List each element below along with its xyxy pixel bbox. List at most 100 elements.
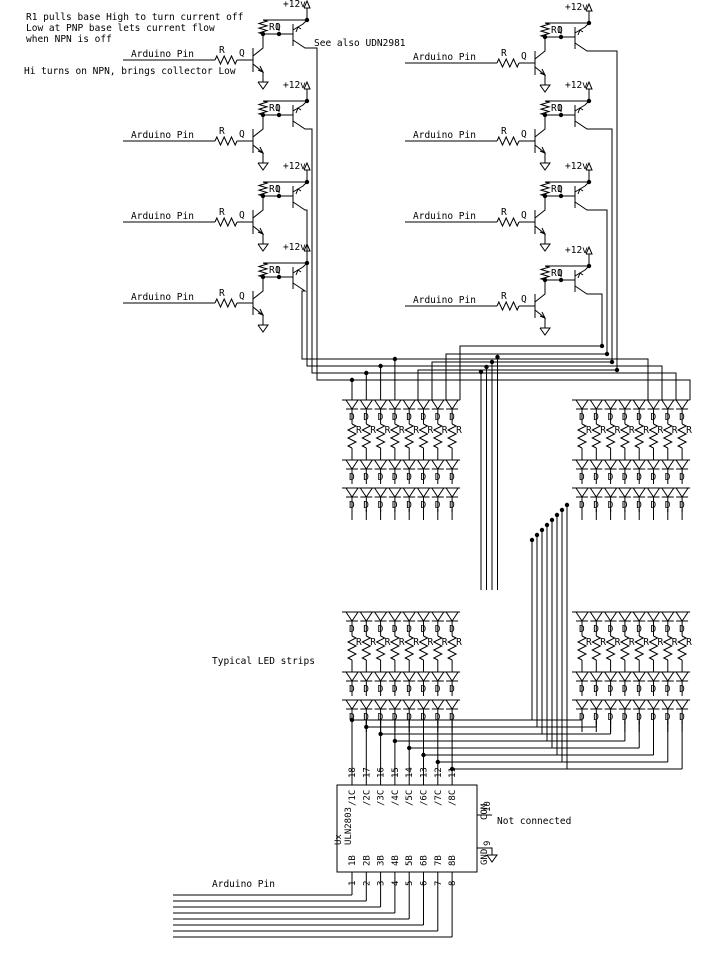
junction-dot bbox=[604, 351, 610, 357]
ic-output-name: /6C bbox=[420, 790, 430, 806]
led-resistor-label: R bbox=[428, 637, 434, 648]
ground-icon bbox=[257, 243, 269, 252]
led-resistor-label: R bbox=[456, 425, 462, 436]
supply-icon bbox=[303, 0, 311, 9]
pnp-label: Q bbox=[557, 25, 563, 36]
led-diode bbox=[575, 699, 589, 710]
column-bus-wire bbox=[380, 530, 543, 735]
diode-label: D bbox=[392, 412, 398, 423]
pullup-resistor-label: R1 bbox=[269, 22, 281, 33]
npn-emitter bbox=[252, 225, 264, 244]
led-diode bbox=[417, 611, 431, 622]
supply-icon bbox=[585, 2, 593, 12]
npn-label: Q bbox=[521, 51, 527, 62]
supply-icon bbox=[585, 80, 593, 90]
ic-com-pin: 10 bbox=[483, 801, 493, 812]
pnp-collector-out bbox=[574, 120, 613, 362]
led-diode bbox=[618, 399, 632, 410]
note-npn-on: Hi turns on NPN, brings collector Low bbox=[24, 66, 236, 77]
diode-label: D bbox=[378, 472, 384, 483]
led-resistor-label: R bbox=[686, 425, 692, 436]
npn-label: Q bbox=[239, 129, 245, 140]
arduino-pin-label-l0: Arduino Pin bbox=[131, 49, 194, 60]
led-diode bbox=[402, 611, 417, 622]
junction-dot bbox=[559, 507, 565, 513]
diode-label: D bbox=[421, 412, 427, 423]
diode-label: D bbox=[579, 412, 585, 423]
pullup-resistor-label: R1 bbox=[269, 103, 281, 114]
ic-com-label: COM bbox=[480, 803, 490, 820]
diode-label: D bbox=[435, 624, 441, 635]
resistor-symbol bbox=[634, 635, 645, 661]
npn-collector bbox=[252, 115, 264, 138]
led-diode bbox=[575, 399, 589, 410]
diode-label: D bbox=[665, 712, 671, 723]
diode-label: D bbox=[349, 500, 355, 511]
diode-label: D bbox=[406, 500, 412, 511]
led-resistor-label: R bbox=[370, 637, 376, 648]
led-resistor-label: R bbox=[686, 637, 692, 648]
led-resistor-label: R bbox=[586, 425, 592, 436]
pnp-collector-out bbox=[292, 120, 313, 338]
diode-label: D bbox=[608, 712, 614, 723]
npn-emitter bbox=[252, 144, 264, 163]
diode-label: D bbox=[449, 624, 455, 635]
junction-dot bbox=[599, 343, 605, 349]
led-diode bbox=[388, 399, 402, 410]
led-resistor-label: R bbox=[442, 637, 448, 648]
row-bus-wire bbox=[301, 354, 649, 400]
npn-collector bbox=[534, 196, 546, 219]
led-diode bbox=[618, 487, 632, 498]
supply-icon bbox=[303, 161, 311, 171]
diode-label: D bbox=[392, 500, 398, 511]
led-diode bbox=[359, 699, 374, 710]
ic-input-name: 6B bbox=[420, 855, 430, 866]
supply-icon bbox=[585, 245, 593, 255]
ic-input-name: 2B bbox=[362, 855, 372, 866]
diode-label: D bbox=[435, 500, 441, 511]
led-resistor-label: R bbox=[600, 425, 606, 436]
resistor-symbol bbox=[375, 635, 386, 661]
pullup-resistor-label: R1 bbox=[551, 184, 563, 195]
diode-label: D bbox=[349, 472, 355, 483]
led-resistor-label: R bbox=[456, 637, 462, 648]
resistor-symbol bbox=[634, 423, 645, 449]
resistor-symbol bbox=[432, 635, 443, 661]
supply-icon bbox=[303, 242, 311, 252]
diode-label: D bbox=[406, 624, 412, 635]
led-resistor-label: R bbox=[615, 425, 621, 436]
base-resistor-label: R bbox=[219, 288, 225, 299]
diode-label: D bbox=[636, 472, 642, 483]
ic-input-pin-number: 5 bbox=[405, 881, 415, 886]
led-diode bbox=[431, 699, 445, 710]
led-diode bbox=[359, 611, 374, 622]
resistor-symbol bbox=[539, 265, 551, 281]
pnp-label: Q bbox=[275, 103, 281, 114]
pnp-collector-out bbox=[292, 201, 308, 346]
junction-dot bbox=[549, 517, 555, 523]
junction-dot bbox=[586, 179, 592, 185]
ic-output-pin-number: 17 bbox=[362, 767, 372, 778]
resistor-symbol bbox=[539, 100, 551, 116]
led-diode bbox=[661, 611, 675, 622]
diode-label: D bbox=[392, 624, 398, 635]
ground-icon bbox=[539, 243, 551, 252]
diode-label: D bbox=[608, 472, 614, 483]
npn-label: Q bbox=[239, 48, 245, 59]
led-resistor-label: R bbox=[600, 637, 606, 648]
led-diode bbox=[402, 399, 417, 410]
led-diode bbox=[661, 699, 675, 710]
arrow bbox=[257, 227, 265, 235]
junction-dot bbox=[378, 731, 383, 737]
led-resistor-label: R bbox=[356, 425, 362, 436]
led-diode bbox=[345, 459, 359, 470]
diode-label: D bbox=[378, 500, 384, 511]
led-diode bbox=[359, 487, 374, 498]
pullup-resistor-label: R1 bbox=[551, 103, 563, 114]
led-diode bbox=[589, 699, 604, 710]
led-diode bbox=[604, 699, 618, 710]
diode-label: D bbox=[665, 500, 671, 511]
led-resistor-label: R bbox=[385, 637, 391, 648]
diode-label: D bbox=[363, 624, 369, 635]
